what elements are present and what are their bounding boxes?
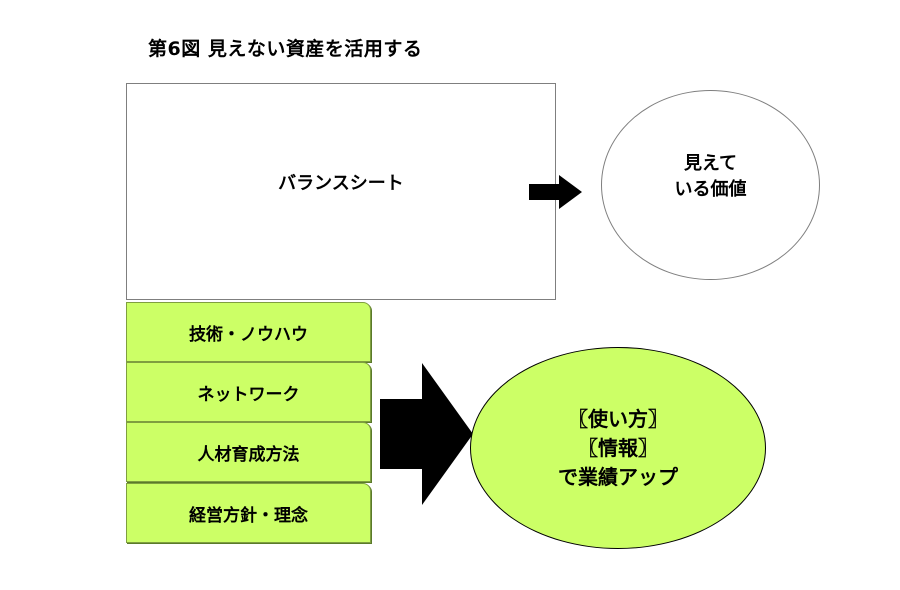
page-title: 第6図 見えない資産を活用する (148, 38, 423, 60)
asset-box-technology: 技術・ノウハウ (126, 302, 371, 362)
visible-value-circle: 見えて いる価値 (601, 90, 820, 280)
asset-label: ネットワーク (197, 384, 300, 405)
asset-label: 人材育成方法 (197, 444, 300, 465)
outcome-line1: 〖使い方〗 (568, 406, 668, 431)
visible-value-line1: 見えて (683, 153, 738, 174)
outcome-line3: で業績アップ (558, 464, 678, 489)
asset-box-hr-development: 人材育成方法 (126, 422, 371, 482)
asset-label: 経営方針・理念 (189, 505, 308, 526)
asset-box-management-policy: 経営方針・理念 (126, 483, 371, 543)
small-arrow-icon (529, 175, 582, 209)
asset-box-network: ネットワーク (126, 362, 371, 422)
visible-value-line2: いる価値 (674, 179, 747, 200)
big-arrow-icon (380, 363, 473, 505)
asset-label: 技術・ノウハウ (189, 324, 308, 345)
outcome-ellipse: 〖使い方〗 〖情報〗 で業績アップ (470, 347, 766, 549)
balance-sheet-box: バランスシート (126, 83, 556, 300)
balance-sheet-label: バランスシート (278, 172, 404, 194)
outcome-line2: 〖情報〗 (578, 435, 658, 460)
